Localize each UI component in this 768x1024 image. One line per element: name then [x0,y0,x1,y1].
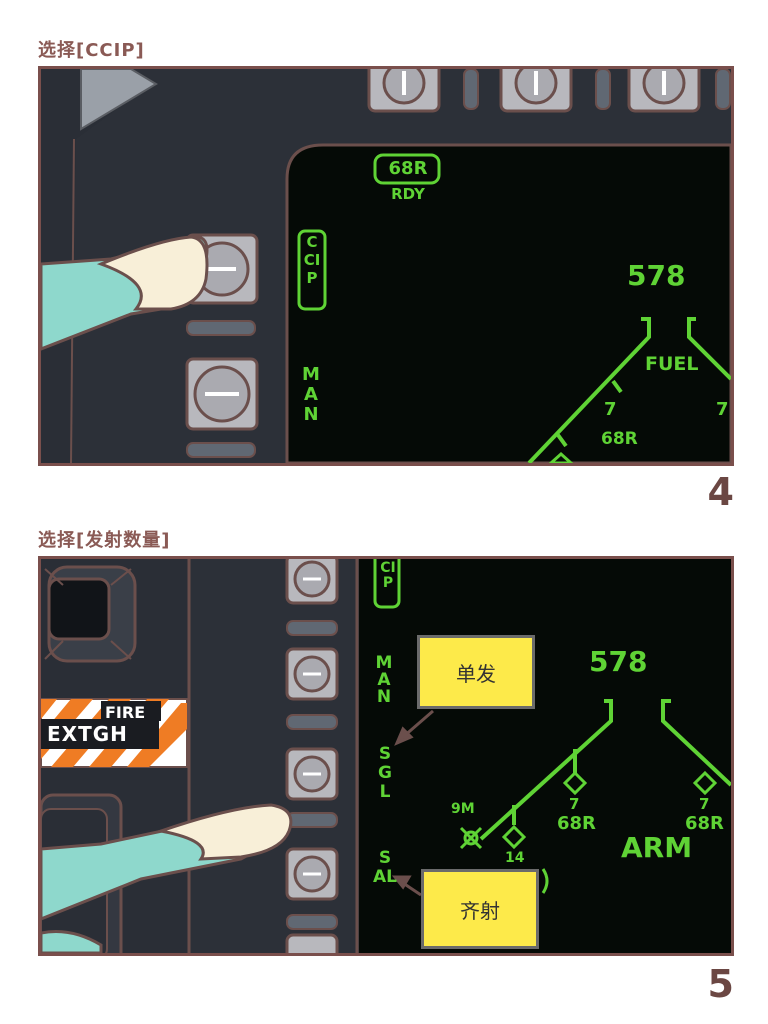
range-label: 9M [451,801,475,817]
weapon-box-outline [373,153,441,185]
panel4-caption: 选择[CCIP] [38,40,145,61]
sal-mode-label[interactable]: SAL [373,848,397,887]
fire-label: FIRE [105,703,146,722]
sgl-mode-label[interactable]: SGL [378,744,392,802]
ccip-mode-label[interactable]: CIP [380,560,396,591]
panel5-frame: FIRE EXTGH CIP MAN SGL SAL 578 9M 14 7 6… [38,556,734,956]
station-marker-left: 7 [604,399,617,420]
station-left-num: 7 [569,795,580,813]
panel4-scene [41,69,731,463]
callout-arrows [391,709,434,897]
osb-button-column[interactable] [285,559,339,953]
arm-label: ARM [621,831,693,864]
station-marker-right: 7 [716,399,729,420]
station-diamonds [459,770,718,894]
mfd-screen [359,559,731,953]
top-button-row [367,69,731,113]
ccip-box-outline [373,559,401,609]
ccip-mode-label[interactable]: CCIP [303,233,321,287]
ccip-box-outline [297,229,327,311]
weapon-box-label: 68R [388,158,428,179]
panel5-caption: 选择[发射数量] [38,530,171,551]
callout-salvo: 齐射 [421,869,539,949]
square-gauge [44,565,137,663]
man-mode-label[interactable]: MAN [375,653,393,707]
panel4-frame: 68R RDY CCIP MAN 578 FUEL 7 7 68R [38,66,734,466]
man-mode-label[interactable]: MAN [302,364,320,425]
canopy-bracket [80,69,158,131]
panel5-scene [41,559,731,953]
weapon-status-label: RDY [391,185,425,203]
station-left-label: 68R [557,813,596,834]
station-right-num: 7 [699,795,710,813]
count-label: 14 [505,850,525,866]
hud-steering-lines [479,699,731,841]
callout-single: 单发 [417,635,535,709]
fuel-label: FUEL [645,353,699,375]
hud-steering-lines [527,317,731,463]
panel4-number: 4 [707,470,734,514]
pilot-hand [41,803,293,953]
station-right-label: 68R [685,813,724,834]
station-label: 68R [601,429,638,449]
panel5-number: 5 [707,962,734,1006]
fire-extgh-placard [41,698,188,768]
mfd-screen [285,143,731,463]
heading-readout: 578 [627,259,686,292]
pilot-hand [41,235,209,351]
extgh-label: EXTGH [47,722,128,746]
heading-readout: 578 [589,645,648,678]
osb-side-buttons[interactable] [185,233,259,458]
